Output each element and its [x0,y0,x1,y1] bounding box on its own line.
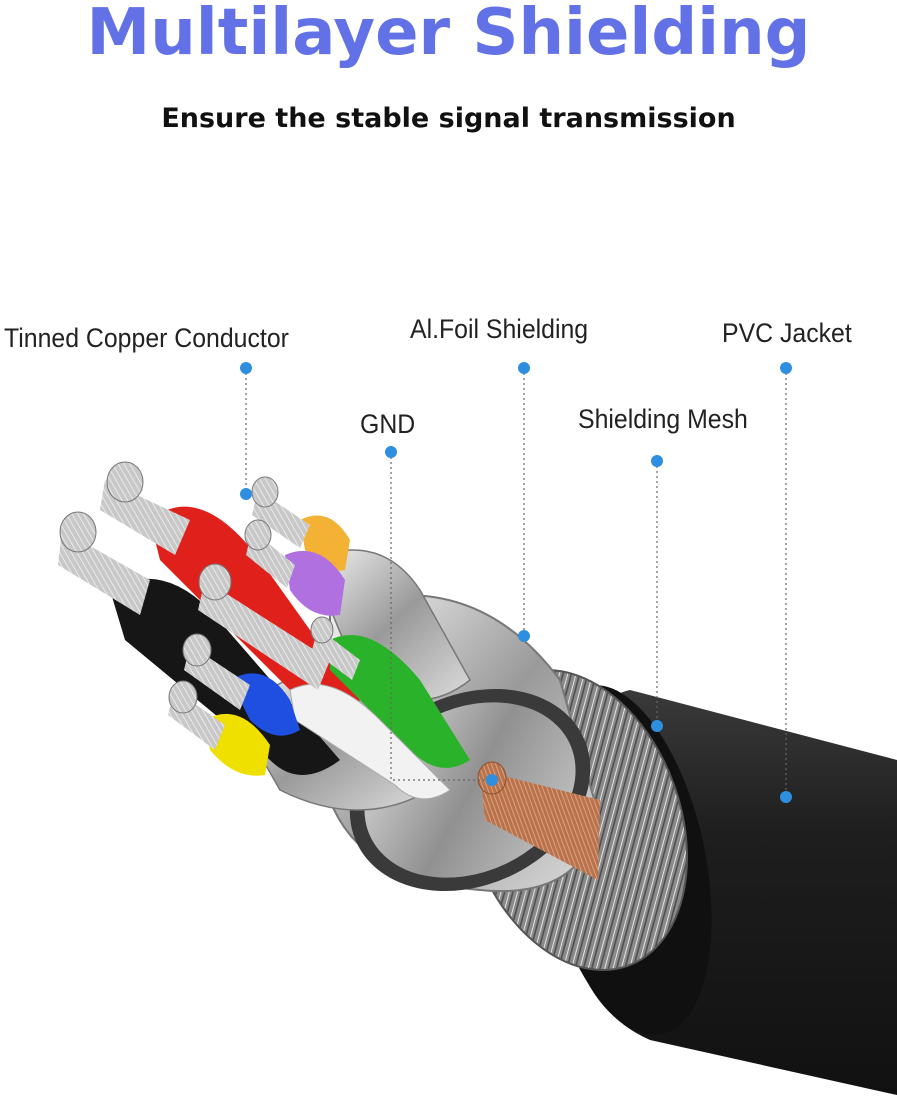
callout-leaders [245,368,787,797]
callout-label-tinned-copper-conductor: Tinned Copper Conductor [4,323,289,353]
callout-label-pvc-jacket: PVC Jacket [722,318,852,348]
gnd-label-dot [385,446,397,458]
callout-dots [240,362,792,803]
gnd-target-dot [486,774,498,786]
page-subtitle: Ensure the stable signal transmission [161,103,736,134]
foil-target-dot [518,630,530,642]
conductor-label-dot [240,362,252,374]
mesh-target-dot [651,720,663,732]
foil-label-dot [518,362,530,374]
callout-label-al-foil-shielding: Al.Foil Shielding [410,314,589,344]
callout-label-gnd: GND [360,409,416,439]
page-title: Multilayer Shielding [86,0,811,70]
conductor-target-dot [240,488,252,500]
gnd-copper-drain [477,761,600,880]
jacket-target-dot [780,791,792,803]
mesh-label-dot [651,455,663,467]
tinned-copper-conductors [58,461,360,750]
callout-label-shielding-mesh: Shielding Mesh [578,404,748,434]
jacket-label-dot [780,362,792,374]
